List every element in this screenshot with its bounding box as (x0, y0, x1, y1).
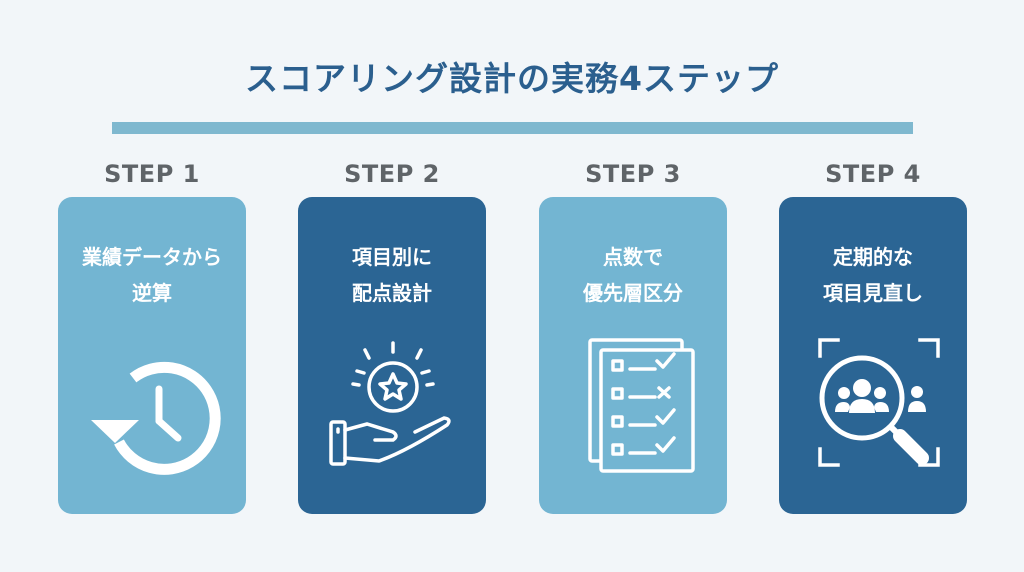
step-4-line-1: 定期的な (833, 245, 913, 269)
step-2-line-1: 項目別に (352, 245, 432, 269)
step-2-label: STEP 2 (344, 160, 440, 188)
step-4-card: 定期的な 項目見直し (779, 197, 967, 514)
step-2-text: 項目別に 配点設計 (298, 239, 486, 311)
checklist-icon (588, 338, 695, 473)
hand-star-icon (329, 341, 451, 466)
history-clock-icon (91, 361, 221, 475)
step-4-line-2: 項目見直し (823, 281, 923, 305)
step-3-text: 点数で 優先層区分 (539, 239, 727, 311)
step-3-line-1: 点数で (603, 245, 663, 269)
step-4-label: STEP 4 (825, 160, 921, 188)
step-1-text: 業績データから 逆算 (58, 239, 246, 311)
page-title: スコアリング設計の実務4ステップ (245, 59, 779, 98)
step-1-label: STEP 1 (104, 160, 200, 188)
step-3-label: STEP 3 (585, 160, 681, 188)
step-1-line-2: 逆算 (132, 281, 172, 305)
step-2-line-2: 配点設計 (352, 281, 432, 305)
title-underline (112, 122, 913, 134)
step-3-card: 点数で 優先層区分 (539, 197, 727, 514)
step-4-text: 定期的な 項目見直し (779, 239, 967, 311)
step-3-line-2: 優先層区分 (583, 281, 683, 305)
step-1-card: 業績データから 逆算 (58, 197, 246, 514)
step-1-line-1: 業績データから (82, 245, 222, 269)
magnifier-people-icon (818, 338, 940, 467)
step-2-card: 項目別に 配点設計 (298, 197, 486, 514)
